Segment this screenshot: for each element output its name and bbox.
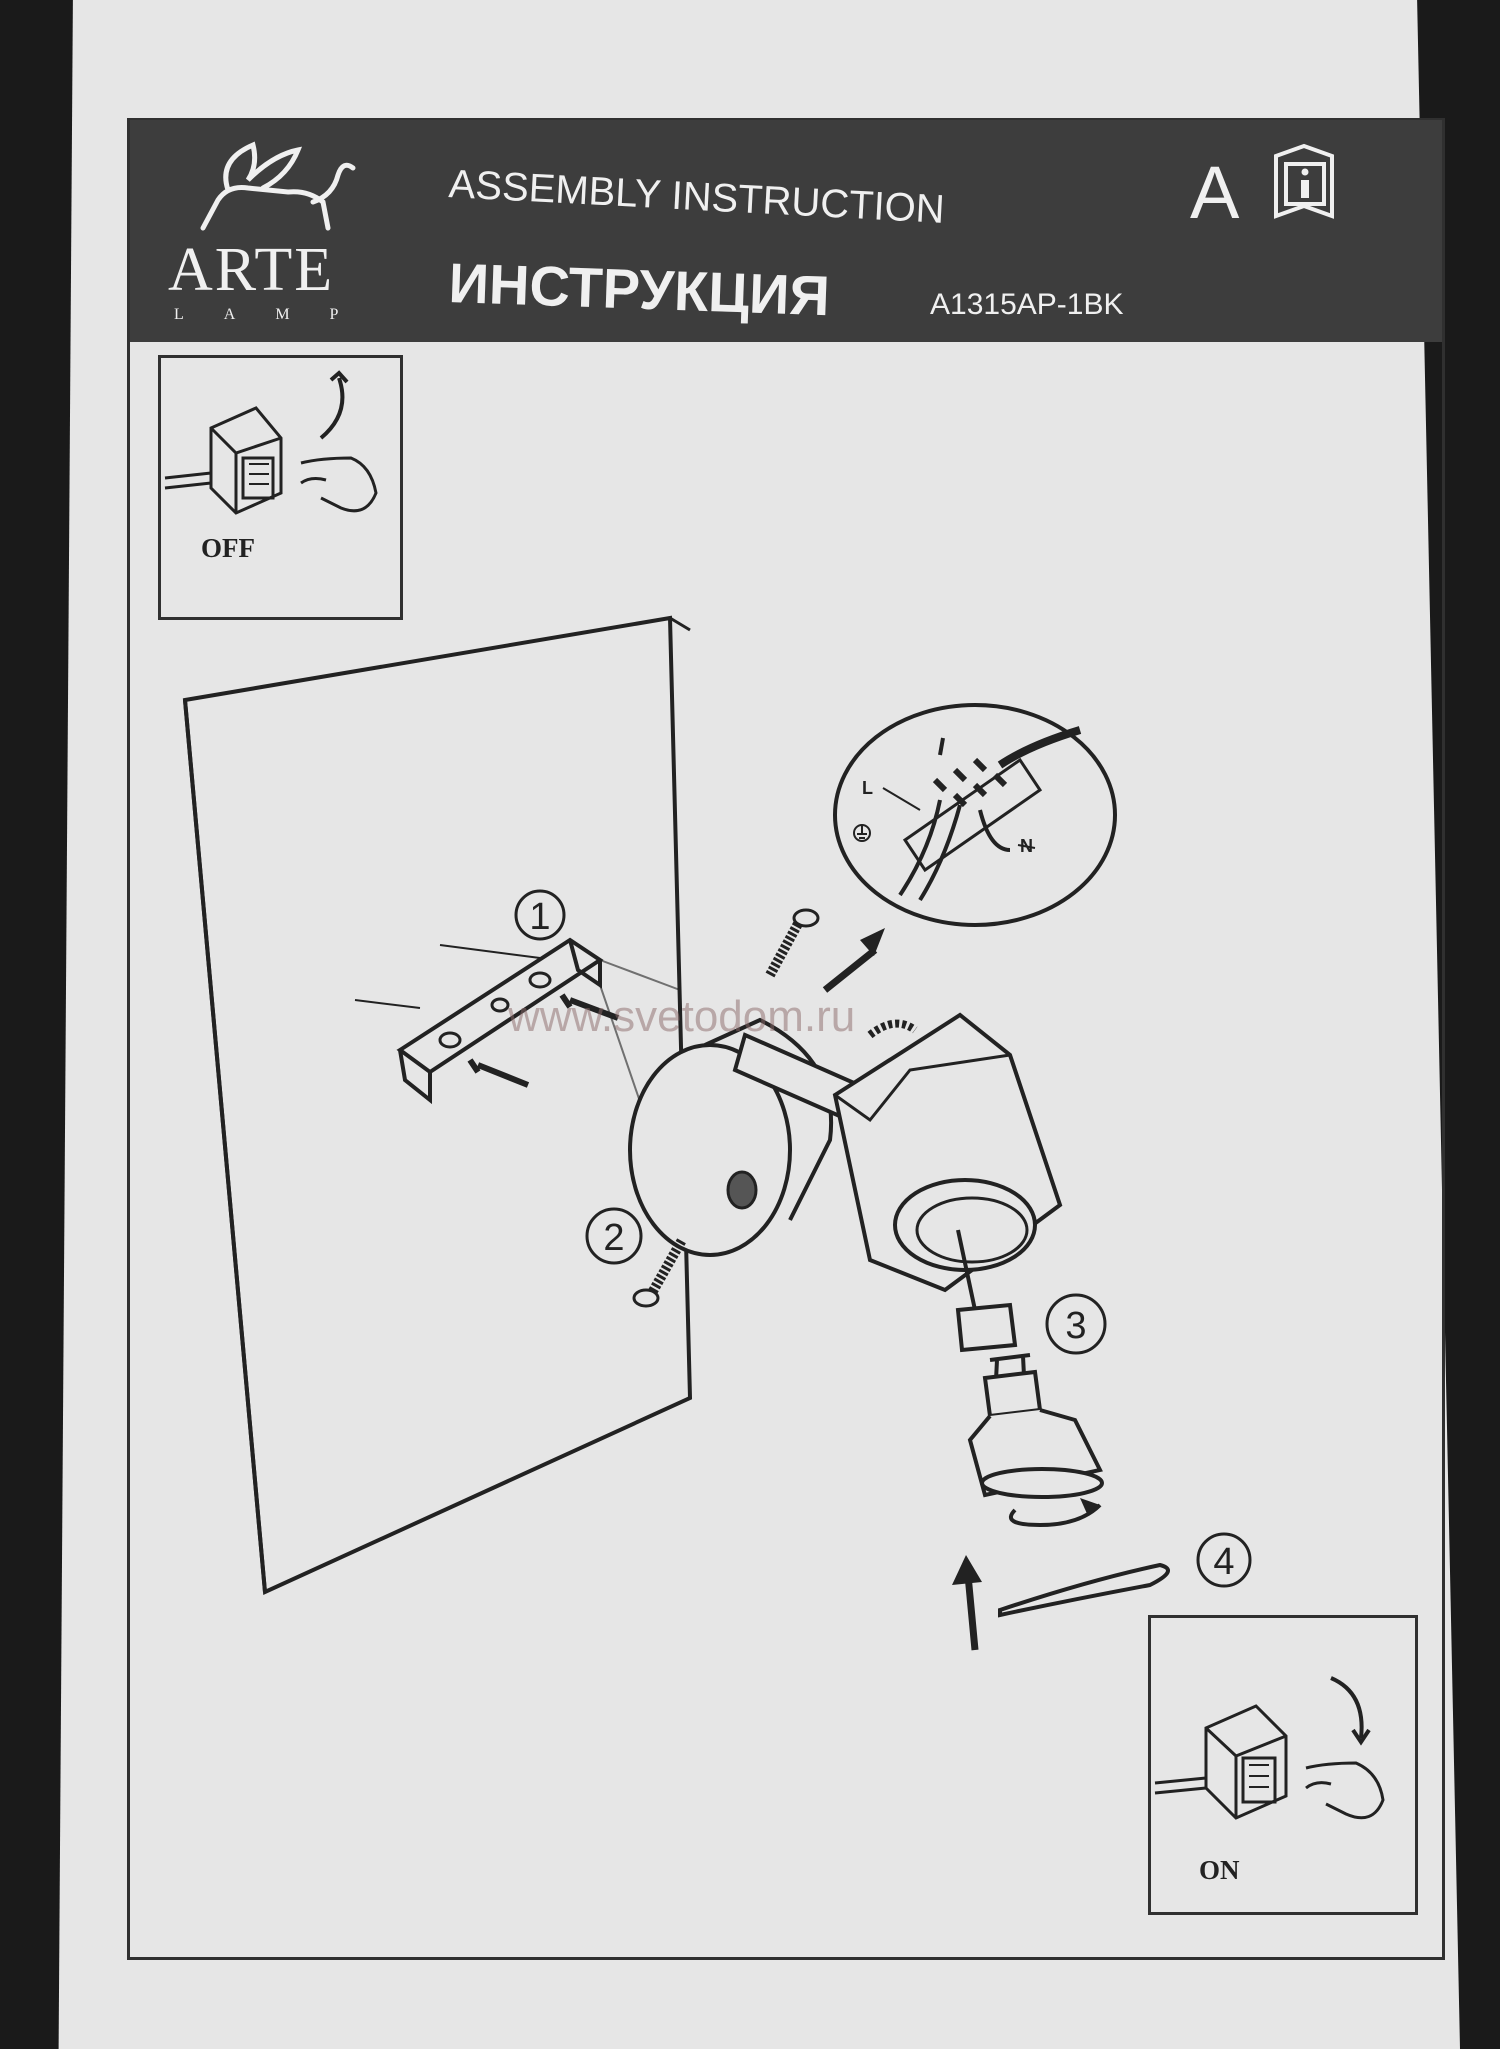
info-book-icon (1274, 143, 1334, 219)
off-label: OFF (201, 533, 255, 563)
page-frame (127, 118, 1445, 1960)
wiring-detail (833, 703, 1117, 927)
svg-text:3: 3 (1065, 1305, 1086, 1347)
svg-text:1: 1 (529, 896, 550, 938)
on-label: ON (1199, 1855, 1240, 1885)
wall-switch-on-icon (1154, 1676, 1385, 1820)
glass-ring (998, 1562, 1170, 1618)
step-callout-4: 4 (1196, 1532, 1252, 1588)
up-arrow-icon (952, 1555, 982, 1651)
griffin-logo-icon (200, 141, 356, 231)
svg-text:2: 2 (603, 1217, 624, 1259)
spot-head (832, 1012, 1063, 1293)
gu10-bulb (967, 1353, 1104, 1499)
step-callout-3: 3 (1045, 1293, 1107, 1355)
header-bar: ARTE LAMP ASSEMBLY INSTRUCTION ИНСТРУКЦИ… (130, 120, 1442, 342)
svg-text:4: 4 (1213, 1541, 1234, 1583)
step-callout-1: 1 (514, 889, 566, 941)
brand-subtitle: LAMP (174, 306, 379, 323)
brand-name: ARTE (168, 236, 335, 304)
wood-screw (632, 1237, 687, 1308)
lamp-socket (955, 1302, 1018, 1353)
watermark: www.svetodom.ru (508, 992, 856, 1041)
wall-switch-off-icon (164, 370, 378, 515)
switch-on-panel: ON (1148, 1615, 1418, 1915)
neutral-wire-label: N (1020, 836, 1033, 856)
up-arrow-icon (822, 928, 885, 993)
bracket-screw (467, 1058, 530, 1088)
step-callout-2: 2 (585, 1207, 643, 1265)
rotate-arrow-icon (1008, 1498, 1102, 1528)
lamp-base (628, 1017, 834, 1257)
energy-class-badge: A (1190, 151, 1240, 234)
wood-screw (765, 908, 820, 978)
live-wire-label: L (862, 778, 873, 798)
switch-off-panel: OFF (158, 355, 403, 620)
wall-panel (182, 615, 693, 1595)
model-number: A1315AP-1BK (930, 288, 1124, 321)
